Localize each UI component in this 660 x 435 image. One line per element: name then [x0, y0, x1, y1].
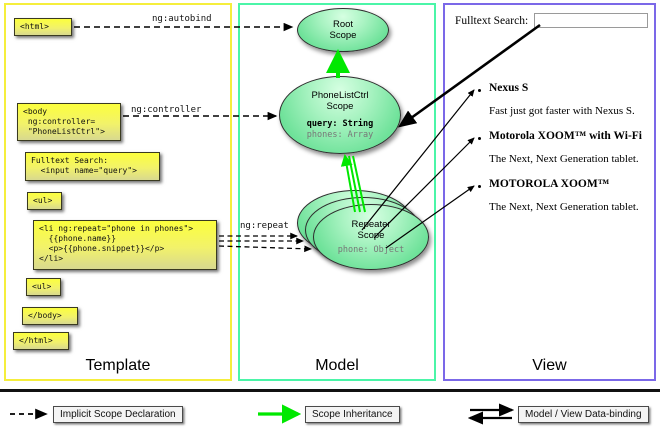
repeater-scope: Repeater Scope phone: Object	[313, 204, 429, 270]
panel-label-template: Template	[85, 357, 151, 374]
legend-label-inheritance: Scope Inheritance	[305, 406, 400, 423]
code-box-ul-close: <ul>	[26, 278, 61, 296]
repeater-scope-title-2: Scope	[357, 229, 385, 241]
view-bullet-2	[478, 185, 481, 188]
view-phone-name-1: Motorola XOOM™ with Wi-Fi	[489, 130, 643, 142]
view-phone-snippet-1: The Next, Next Generation tablet.	[489, 153, 639, 165]
code-box-ul-open: <ul>	[27, 192, 62, 210]
phonelistctrl-scope: PhoneListCtrl Scope query: String phones…	[279, 76, 401, 154]
view-phone-snippet-2: The Next, Next Generation tablet.	[489, 201, 639, 213]
repeater-scope-title-1: Repeater	[351, 218, 391, 230]
arrow-label-controller: ng:controller	[131, 105, 202, 115]
view-bullet-0	[478, 89, 481, 92]
arrow-label-repeat: ng:repeat	[240, 221, 289, 231]
code-box-search: Fulltext Search: <input name="query">	[25, 152, 160, 181]
root-scope-title-2: Scope	[329, 30, 357, 41]
legend-label-databinding: Model / View Data-binding	[518, 406, 649, 423]
code-box-html-close: </html>	[13, 332, 69, 350]
root-scope-title-1: Root	[332, 19, 354, 30]
view-phone-name-2: MOTOROLA XOOM™	[489, 178, 610, 190]
legend-arrow-databinding	[467, 403, 515, 425]
code-box-body-open: <body ng:controller= "PhoneListCtrl">	[17, 103, 121, 141]
arrow-label-autobind: ng:autobind	[152, 14, 212, 24]
legend-divider	[0, 389, 660, 392]
code-box-body-close: </body>	[22, 307, 78, 325]
code-box-li-repeat: <li ng:repeat="phone in phones"> {{phone…	[33, 220, 217, 270]
phonelistctrl-scope-member-query: query: String	[306, 119, 374, 129]
panel-label-view: View	[532, 357, 567, 374]
view-phone-snippet-0: Fast just got faster with Nexus S.	[489, 105, 635, 117]
phonelistctrl-scope-member-phones: phones: Array	[306, 129, 374, 140]
view-bullet-1	[478, 137, 481, 140]
root-scope: Root Scope	[297, 8, 389, 52]
legend-label-implicit: Implicit Scope Declaration	[53, 406, 183, 423]
panel-label-model: Model	[315, 357, 359, 374]
phonelistctrl-scope-title-1: PhoneListCtrl	[311, 90, 369, 101]
view-phone-name-0: Nexus S	[489, 82, 529, 94]
code-box-html-open: <html>	[14, 18, 72, 36]
repeater-scope-member-phone: phone: Object	[337, 244, 405, 255]
view-search-label: Fulltext Search:	[455, 15, 529, 27]
panel-view: View	[443, 3, 656, 381]
phonelistctrl-scope-title-2: Scope	[326, 101, 354, 112]
view-search-input[interactable]	[534, 13, 648, 28]
